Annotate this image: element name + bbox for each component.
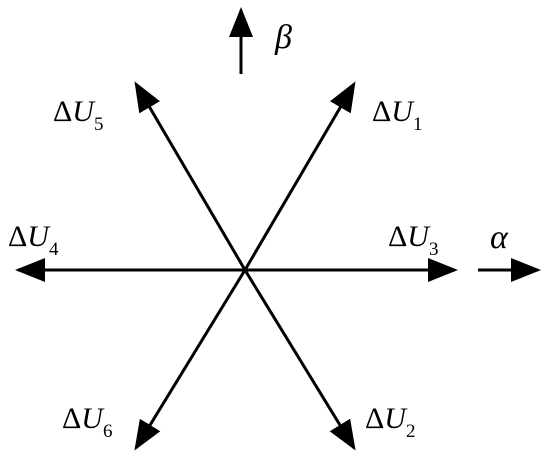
label-du1: ΔU1: [372, 95, 422, 135]
vector-du5-arrow: [134, 81, 247, 271]
alpha-axis-label: α: [490, 219, 509, 256]
vector-du6-arrow: [134, 269, 247, 451]
label-du3: ΔU3: [388, 220, 438, 260]
vector-du1-arrow: [243, 81, 356, 271]
label-du5: ΔU5: [53, 95, 103, 135]
vector-arrows: [15, 81, 458, 451]
beta-axis-label: β: [274, 19, 292, 56]
label-du2: ΔU2: [365, 402, 415, 442]
vector-du2-arrow: [243, 269, 356, 451]
axis-indicators: [229, 7, 541, 282]
label-du6: ΔU6: [62, 402, 112, 442]
label-du4: ΔU4: [8, 220, 59, 260]
